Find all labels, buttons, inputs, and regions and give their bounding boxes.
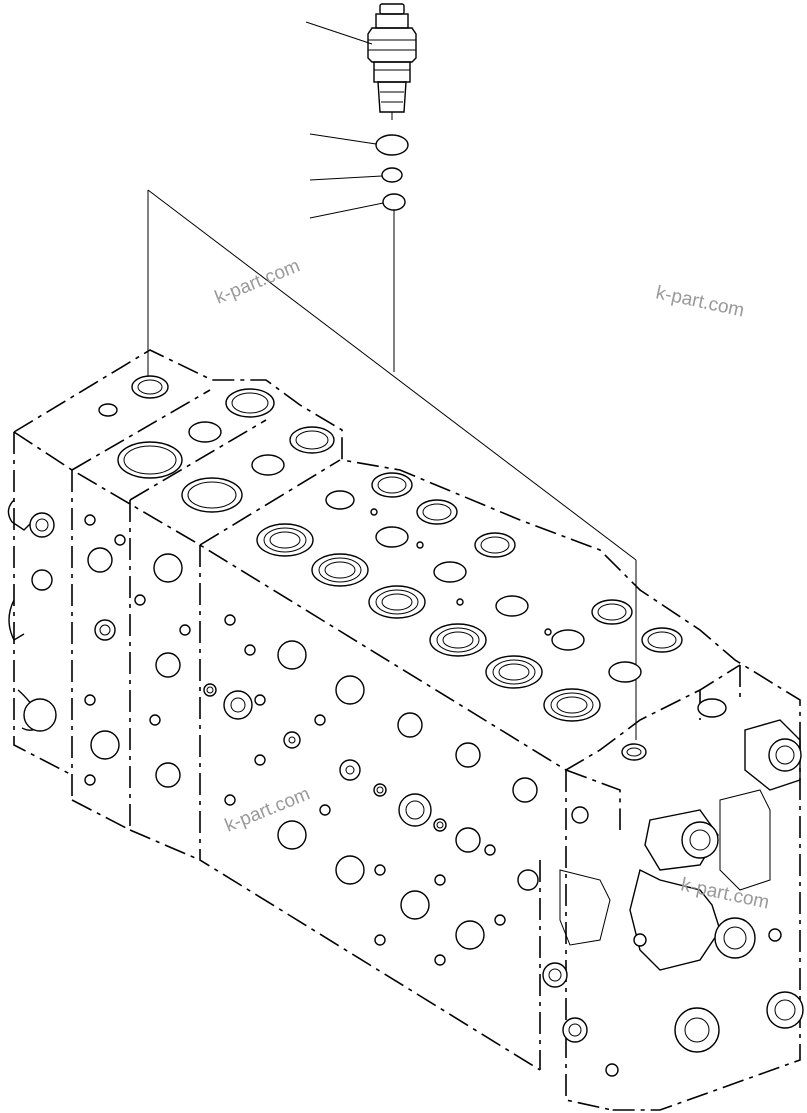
watermark-text: k-part.com — [212, 256, 303, 309]
o-ring-small — [381, 167, 403, 183]
watermarks: k-part.com k-part.com k-part.com k-part.… — [212, 256, 771, 914]
end-block-ports — [542, 719, 804, 1077]
top-face-ports — [98, 375, 727, 761]
watermark-text: k-part.com — [679, 874, 771, 913]
watermark-text: k-part.com — [654, 282, 746, 321]
callout-leaders — [147, 21, 637, 740]
front-face-ports — [23, 512, 539, 966]
control-valve-body — [7, 349, 801, 1111]
relief-valve-cartridge — [367, 3, 417, 120]
o-ring-medium — [382, 193, 406, 211]
o-ring-large — [375, 134, 409, 156]
